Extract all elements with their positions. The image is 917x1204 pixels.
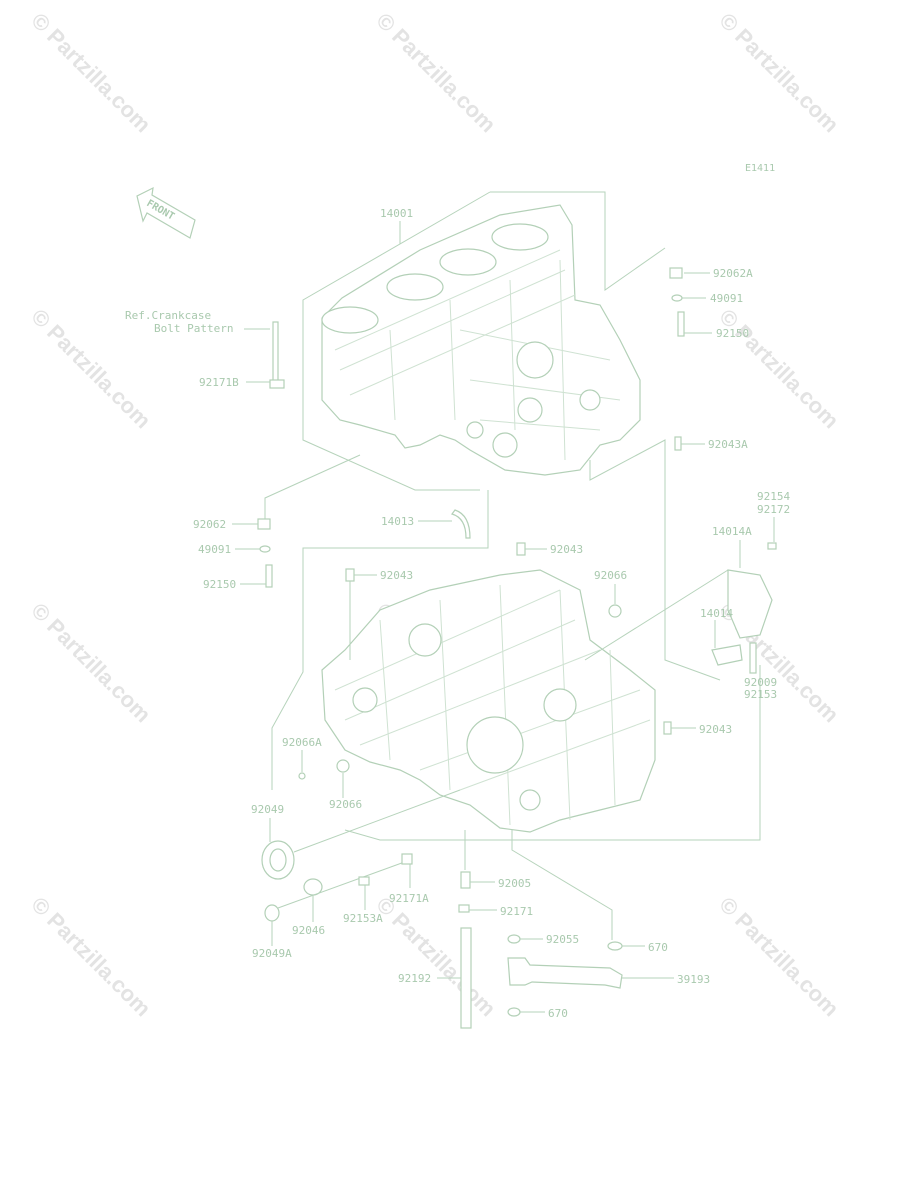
callout-92192: 92192 <box>398 972 431 985</box>
callout-39193: 39193 <box>677 973 710 986</box>
callout-92005: 92005 <box>498 877 531 890</box>
plug-92066-icon <box>608 604 622 618</box>
callout-92062A: 92062A <box>713 267 753 280</box>
diagram-code: E1411 <box>745 163 775 174</box>
pipe-39193-icon <box>507 957 623 989</box>
watermark: © Partzilla.com <box>714 304 843 433</box>
watermark: © Partzilla.com <box>371 892 500 1021</box>
fitting-92005-icon <box>460 871 471 889</box>
bolt-92171B-icon <box>272 321 279 383</box>
washer-49091-top-icon <box>671 294 683 302</box>
callout-14013: 14013 <box>381 515 414 528</box>
callout-49091: 49091 <box>198 543 231 556</box>
bolt-92150-icon <box>265 564 273 588</box>
washer-49091-icon <box>259 545 271 553</box>
callout-14014A: 14014A <box>712 525 752 538</box>
callout-92066A: 92066A <box>282 736 322 749</box>
ring-92049A-icon <box>264 904 280 922</box>
watermark: © Partzilla.com <box>26 892 155 1021</box>
callout-92066: 92066 <box>594 569 627 582</box>
upper-crankcase-assembly <box>321 204 641 476</box>
pipe-92192-icon <box>460 927 472 1029</box>
callout-92009: 92009 <box>744 676 777 689</box>
callout-670-b: 670 <box>548 1007 568 1020</box>
bolt-92009-icon <box>749 642 757 674</box>
oring-670-b-icon <box>507 1007 521 1017</box>
reference-note-line2: Bolt Pattern <box>154 322 233 335</box>
watermark: © Partzilla.com <box>714 892 843 1021</box>
callout-92150-top: 92150 <box>716 327 749 340</box>
callout-92171B: 92171B <box>199 376 239 389</box>
clamp-92171A-icon <box>401 853 413 865</box>
watermark: © Partzilla.com <box>371 8 500 137</box>
callout-49091-top: 49091 <box>710 292 743 305</box>
callout-labels: 14001 92062A 49091 92150 92171B 92043A 9… <box>193 207 790 1020</box>
callout-92049: 92049 <box>251 803 284 816</box>
oring-92055-icon <box>507 934 521 944</box>
watermark: © Partzilla.com <box>714 8 843 137</box>
callout-92172: 92172 <box>757 503 790 516</box>
callout-92171A: 92171A <box>389 892 429 905</box>
callout-92062: 92062 <box>193 518 226 531</box>
callout-92055: 92055 <box>546 933 579 946</box>
callout-92153A: 92153A <box>343 912 383 925</box>
callout-92150: 92150 <box>203 578 236 591</box>
callout-92153: 92153 <box>744 688 777 701</box>
callout-92043-a: 92043 <box>550 543 583 556</box>
callout-670-a: 670 <box>648 941 668 954</box>
callout-92046: 92046 <box>292 924 325 937</box>
watermark: © Partzilla.com <box>26 8 155 137</box>
callout-92043-b: 92043 <box>380 569 413 582</box>
dowel-92043-c-icon <box>663 721 672 735</box>
plug-92066-b-icon <box>336 759 350 773</box>
callout-92049A: 92049A <box>252 947 292 960</box>
lower-group-bracket <box>271 490 489 790</box>
bracket-14014-icon <box>711 644 743 666</box>
oring-670-a-icon <box>607 941 623 951</box>
reference-note-line1: Ref.Crankcase <box>125 309 211 322</box>
watermark: © Partzilla.com <box>26 598 155 727</box>
plug-92066A-icon <box>298 772 306 780</box>
bolt-92062-icon <box>257 518 271 530</box>
callout-92043-c: 92043 <box>699 723 732 736</box>
callout-92066-b: 92066 <box>329 798 362 811</box>
upper-group-bracket <box>490 191 666 291</box>
bolt-92153A-icon <box>358 876 370 886</box>
dowel-92043A-icon <box>674 436 682 451</box>
clamp-92171-icon <box>458 904 470 913</box>
callout-14014: 14014 <box>700 607 733 620</box>
watermark: © Partzilla.com <box>26 304 155 433</box>
callout-92171: 92171 <box>500 905 533 918</box>
dowel-92043-a-icon <box>516 542 526 556</box>
bolt-92154-icon <box>767 542 777 550</box>
callout-92154: 92154 <box>757 490 790 503</box>
callout-14001: 14001 <box>380 207 413 220</box>
lower-crankcase-assembly <box>321 569 656 833</box>
bearing-14013-icon <box>450 509 471 539</box>
dowel-92043-b-icon <box>345 568 355 582</box>
watermark-layer: © Partzilla.com © Partzilla.com © Partzi… <box>26 8 843 1021</box>
front-arrow-icon: FRONT <box>136 186 196 239</box>
cover-14014A-icon <box>727 569 773 639</box>
callout-92043A: 92043A <box>708 438 748 451</box>
bolt-92062A-icon <box>669 267 683 279</box>
bolt-92150-top-icon <box>677 311 685 337</box>
